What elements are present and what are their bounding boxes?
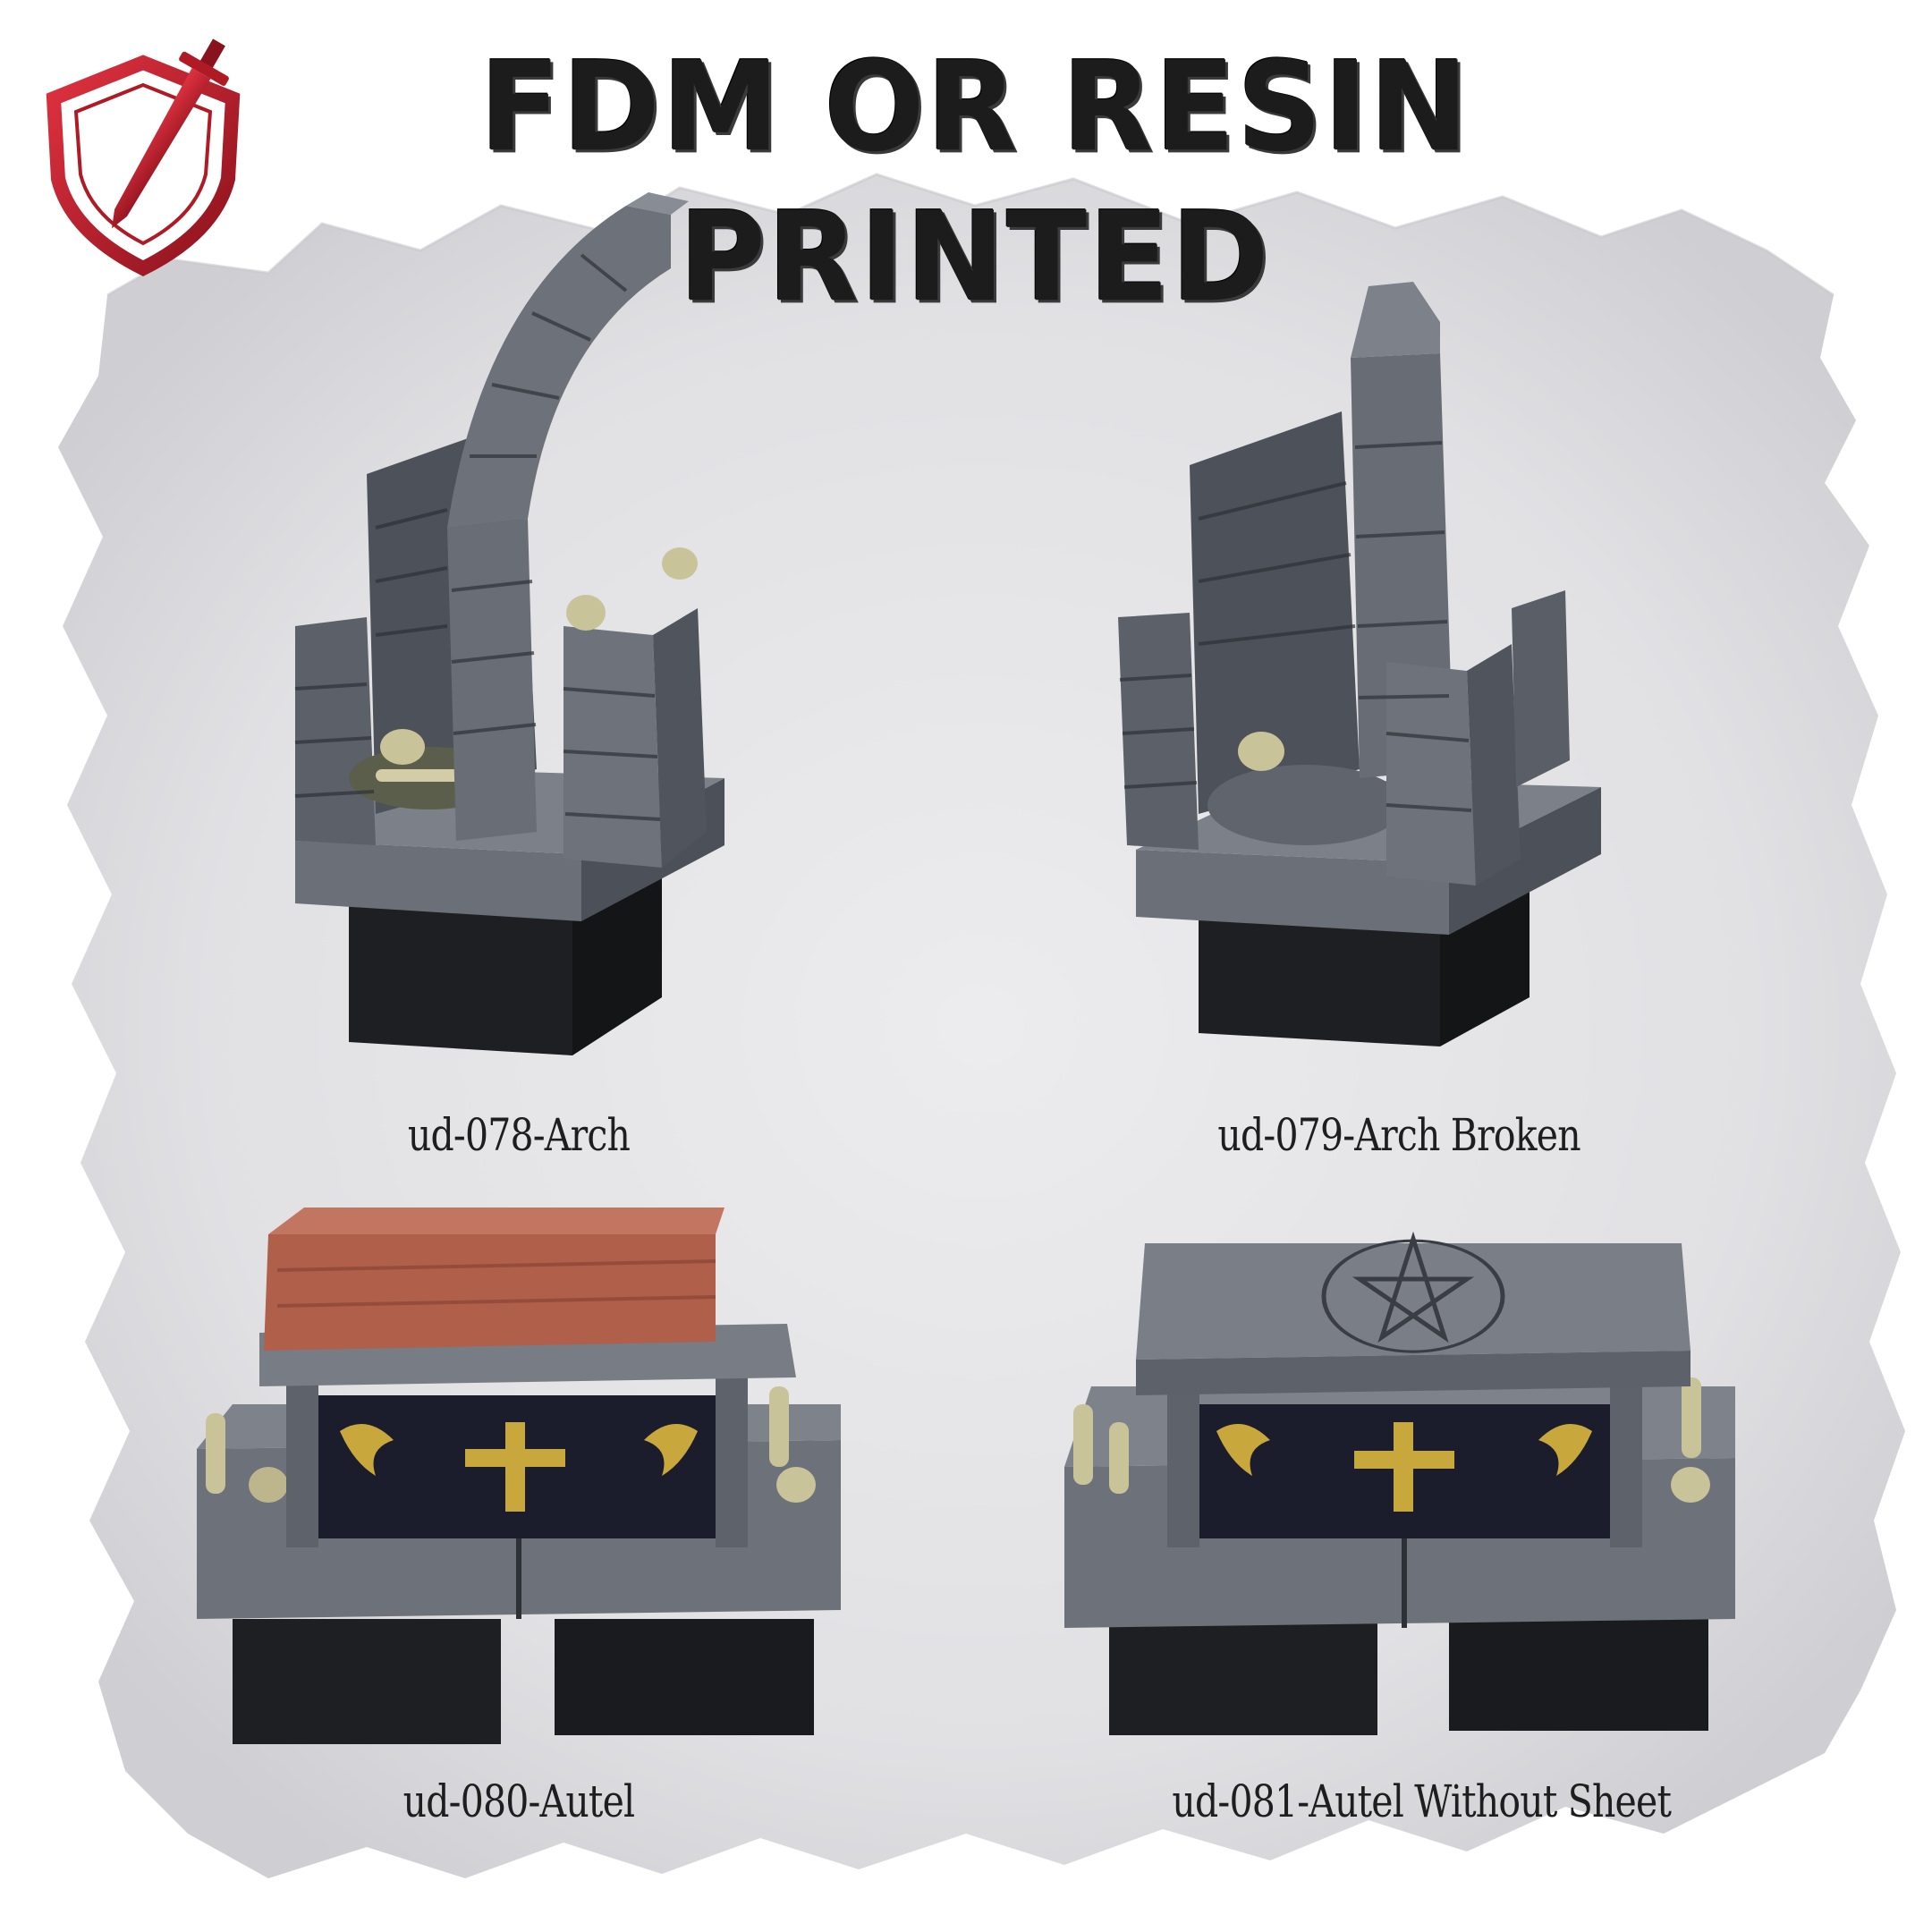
broken-arch-image [1118, 282, 1601, 1046]
caption-autel: ud-080-Autel [402, 1775, 635, 1827]
product-card-autel [179, 1199, 859, 1753]
ruined-arch-image [294, 192, 724, 1055]
caption-arch-broken: ud-079-Arch Broken [1217, 1109, 1580, 1161]
product-card-arch [268, 188, 769, 1073]
altar-with-sheet-image [197, 1208, 841, 1744]
page-title: FDM OR RESIN PRINTED [479, 35, 1470, 330]
altar-pentagram-image [1064, 1231, 1735, 1735]
sword-shield-logo-icon [46, 38, 241, 276]
caption-arch: ud-078-Arch [407, 1109, 631, 1161]
product-card-autel-without-sheet [1055, 1208, 1753, 1753]
caption-autel-without-sheet: ud-081-Autel Without Sheet [1172, 1775, 1672, 1827]
product-card-arch-broken [1100, 268, 1637, 1055]
